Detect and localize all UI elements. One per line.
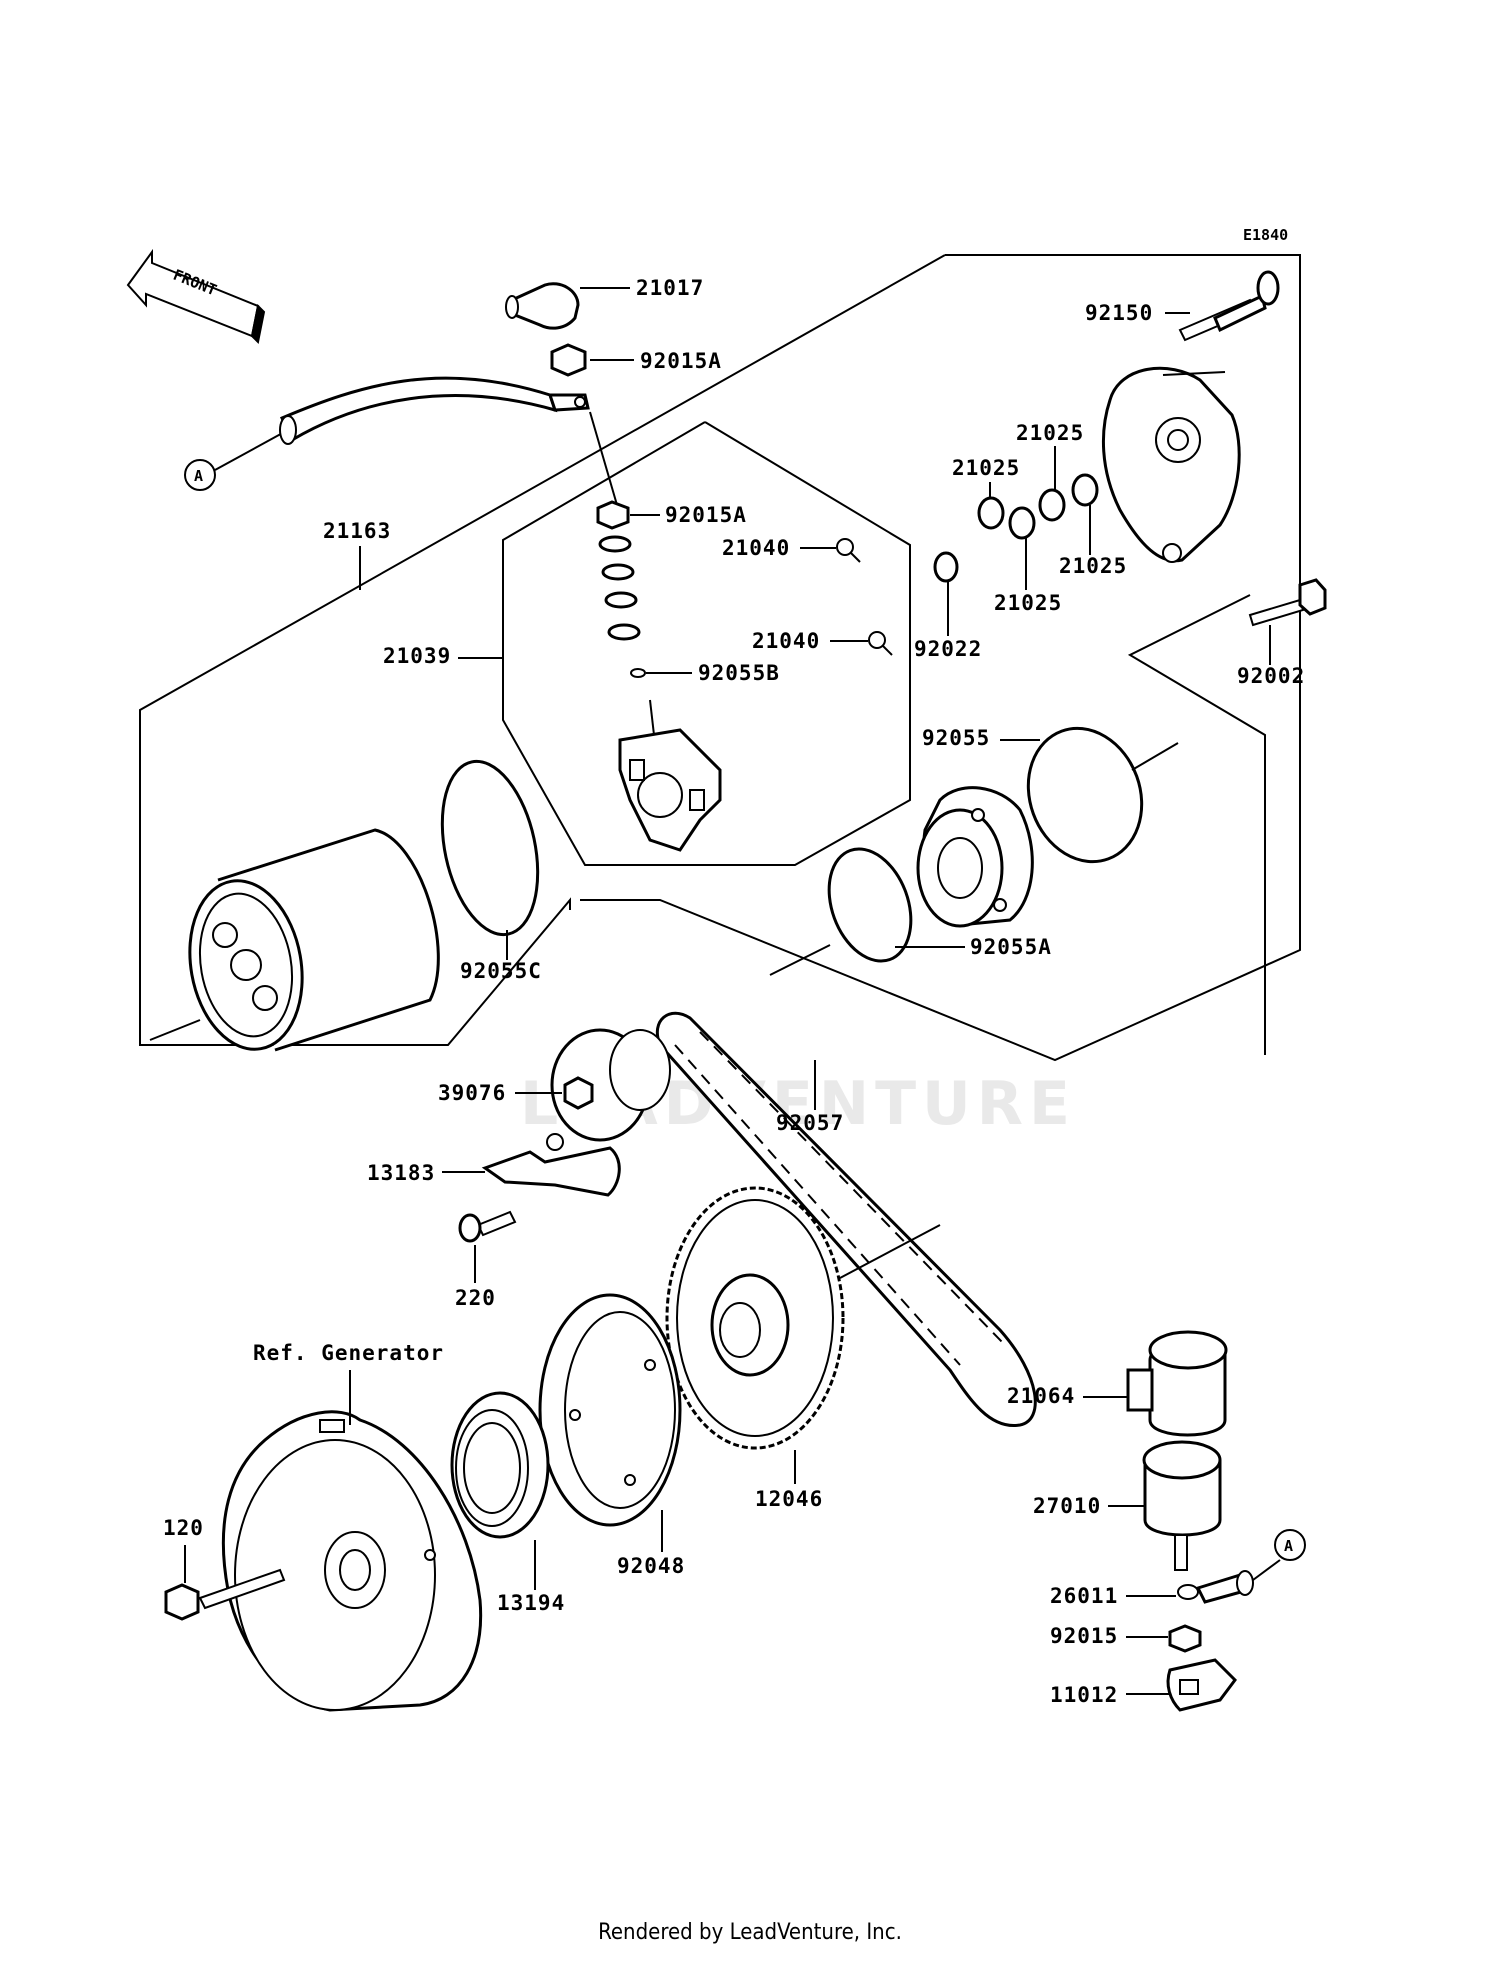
label-92055B: 92055B — [698, 661, 780, 685]
label-92055C: 92055C — [460, 959, 542, 983]
svg-text:A: A — [194, 467, 203, 485]
brush-spring-b — [868, 631, 893, 656]
label-21040-b: 21040 — [752, 629, 820, 653]
label-21025-a: 21025 — [1016, 421, 1084, 445]
terminal-cap-21017 — [505, 282, 580, 330]
label-21064: 21064 — [1007, 1384, 1075, 1408]
bolt-120 — [164, 1568, 286, 1621]
generator-rotor — [221, 1410, 483, 1712]
footer-credit: Rendered by LeadVenture, Inc. — [598, 1920, 902, 1945]
label-92057: 92057 — [776, 1111, 844, 1135]
washer-21025-a — [977, 496, 1005, 530]
drive-end-housing — [916, 786, 1034, 928]
label-21163: 21163 — [323, 519, 391, 543]
ref-generator-label: Ref. Generator — [253, 1341, 444, 1365]
label-92015A-top: 92015A — [640, 349, 722, 373]
label-92055A: 92055A — [970, 935, 1052, 959]
idler-gear-39076 — [550, 1028, 671, 1142]
washer-21025-d — [1071, 473, 1099, 507]
label-92048: 92048 — [617, 1554, 685, 1578]
label-21025-d: 21025 — [994, 591, 1062, 615]
o-ring-92055A — [827, 847, 913, 963]
brush-spring-a — [836, 538, 861, 563]
cable-end-26011 — [1177, 1559, 1281, 1604]
svg-text:A: A — [1284, 1537, 1293, 1555]
label-92022: 92022 — [914, 637, 982, 661]
label-92002: 92002 — [1237, 664, 1305, 688]
label-39076: 39076 — [438, 1081, 506, 1105]
terminal-stack-21039 — [596, 500, 655, 736]
battery-cable — [279, 376, 590, 445]
label-12046: 12046 — [755, 1487, 823, 1511]
clutch-hub-92048 — [538, 1293, 682, 1527]
front-arrow-icon: FRONT — [126, 248, 266, 345]
bracket-13183 — [481, 1133, 621, 1197]
washer-21025-b — [1008, 506, 1036, 540]
label-92055: 92055 — [922, 726, 990, 750]
label-21017: 21017 — [636, 276, 704, 300]
relay-cover-21064 — [1126, 1330, 1228, 1437]
brush-plate — [618, 728, 722, 852]
starter-chain-92057 — [655, 1011, 1037, 1428]
label-92150: 92150 — [1085, 301, 1153, 325]
one-way-clutch-13194 — [450, 1391, 550, 1539]
label-21040-a: 21040 — [722, 536, 790, 560]
label-120: 120 — [163, 1516, 204, 1540]
nut-92015 — [1168, 1624, 1202, 1653]
starter-relay-27010 — [1142, 1440, 1222, 1571]
label-21039: 21039 — [383, 644, 451, 668]
label-11012: 11012 — [1050, 1683, 1118, 1707]
label-92015A-mid: 92015A — [665, 503, 747, 527]
label-92015: 92015 — [1050, 1624, 1118, 1648]
group-outline-21039 — [502, 421, 911, 866]
label-13183: 13183 — [367, 1161, 435, 1185]
group-outline-motor — [580, 254, 1301, 1062]
label-26011: 26011 — [1050, 1584, 1118, 1608]
label-21025-c: 21025 — [1059, 554, 1127, 578]
o-ring-92055C — [440, 759, 540, 937]
label-21025-b: 21025 — [952, 456, 1020, 480]
diagram-code: E1840 — [1243, 226, 1288, 244]
washer-21025-c — [1038, 488, 1066, 522]
washer-92022 — [933, 551, 959, 583]
connector-a-left: A — [184, 429, 289, 491]
sprocket-12046 — [665, 1186, 845, 1450]
nut-92015A-top — [550, 343, 587, 377]
connector-a-right: A — [1274, 1529, 1306, 1561]
terminal-cap-11012 — [1166, 1658, 1237, 1712]
group-outline-right — [1127, 594, 1266, 1055]
end-cover — [1102, 366, 1241, 563]
bolt-92150 — [1178, 270, 1280, 342]
label-27010: 27010 — [1033, 1494, 1101, 1518]
o-ring-92055 — [1026, 726, 1144, 864]
label-220: 220 — [455, 1286, 496, 1310]
screw-220 — [458, 1210, 517, 1243]
bolt-92002 — [1248, 578, 1327, 627]
label-13194: 13194 — [497, 1591, 565, 1615]
motor-yoke — [149, 828, 440, 1052]
